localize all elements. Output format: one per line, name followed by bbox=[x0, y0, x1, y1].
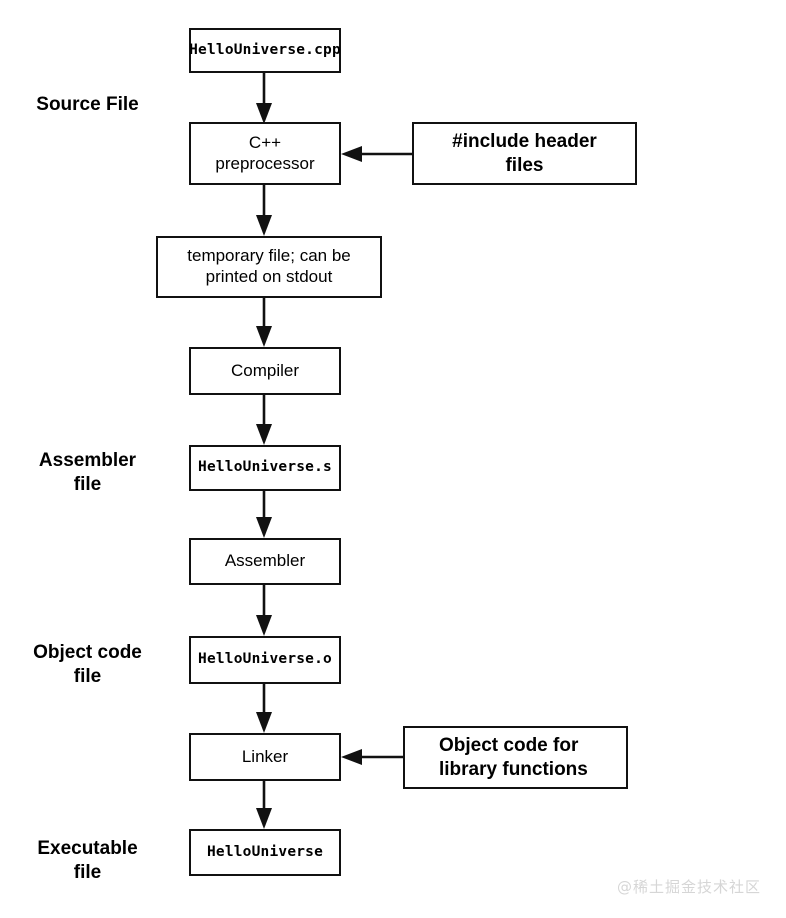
node-library-object-code[interactable]: Object code for library functions bbox=[403, 726, 628, 789]
node-include-headers-label: #include header files bbox=[452, 131, 597, 176]
node-source-cpp-label: HelloUniverse.cpp bbox=[189, 41, 341, 58]
node-executable[interactable]: HelloUniverse bbox=[189, 829, 341, 876]
stage-label-assembler-file: Assembler file bbox=[38, 450, 137, 496]
stage-label-source-file: Source File bbox=[36, 94, 139, 115]
edge-library-object-code-to-linker bbox=[341, 749, 403, 765]
node-temporary-file-label: temporary file; can be printed on stdout bbox=[187, 246, 351, 286]
edge-assembler-to-object-file bbox=[256, 585, 272, 636]
node-object-file-label: HelloUniverse.o bbox=[198, 651, 332, 668]
node-assembly-file[interactable]: HelloUniverse.s bbox=[189, 445, 341, 491]
edge-object-file-to-linker bbox=[256, 684, 272, 733]
node-preprocessor-label: C++ preprocessor bbox=[215, 132, 315, 173]
node-assembly-file-label: HelloUniverse.s bbox=[198, 459, 332, 476]
node-compiler-label: Compiler bbox=[230, 360, 300, 380]
node-preprocessor[interactable]: C++ preprocessor bbox=[189, 122, 341, 185]
node-assembler-label: Assembler bbox=[224, 551, 306, 571]
edge-include-headers-to-preprocessor bbox=[341, 146, 412, 162]
node-library-object-code-label: Object code for library functions bbox=[439, 735, 588, 780]
edge-preprocessor-to-temporary-file bbox=[256, 185, 272, 236]
node-include-headers[interactable]: #include header files bbox=[412, 122, 637, 185]
stage-label-executable-file: Executable file bbox=[37, 838, 138, 884]
node-source-cpp[interactable]: HelloUniverse.cpp bbox=[189, 28, 341, 73]
edge-compiler-to-assembly-file bbox=[256, 395, 272, 445]
node-compiler[interactable]: Compiler bbox=[189, 347, 341, 395]
watermark-text: @稀土掘金技术社区 bbox=[617, 878, 762, 896]
node-temporary-file[interactable]: temporary file; can be printed on stdout bbox=[156, 236, 382, 298]
edge-linker-to-executable bbox=[256, 781, 272, 829]
node-object-file[interactable]: HelloUniverse.o bbox=[189, 636, 341, 684]
node-linker-label: Linker bbox=[241, 746, 289, 766]
edge-temporary-file-to-compiler bbox=[256, 298, 272, 347]
node-assembler[interactable]: Assembler bbox=[189, 538, 341, 585]
node-executable-label: HelloUniverse bbox=[206, 843, 324, 860]
stage-label-object-code-file: Object code file bbox=[33, 642, 142, 688]
edge-source-to-preprocessor bbox=[256, 73, 272, 124]
node-linker[interactable]: Linker bbox=[189, 733, 341, 781]
edge-assembly-file-to-assembler bbox=[256, 491, 272, 538]
